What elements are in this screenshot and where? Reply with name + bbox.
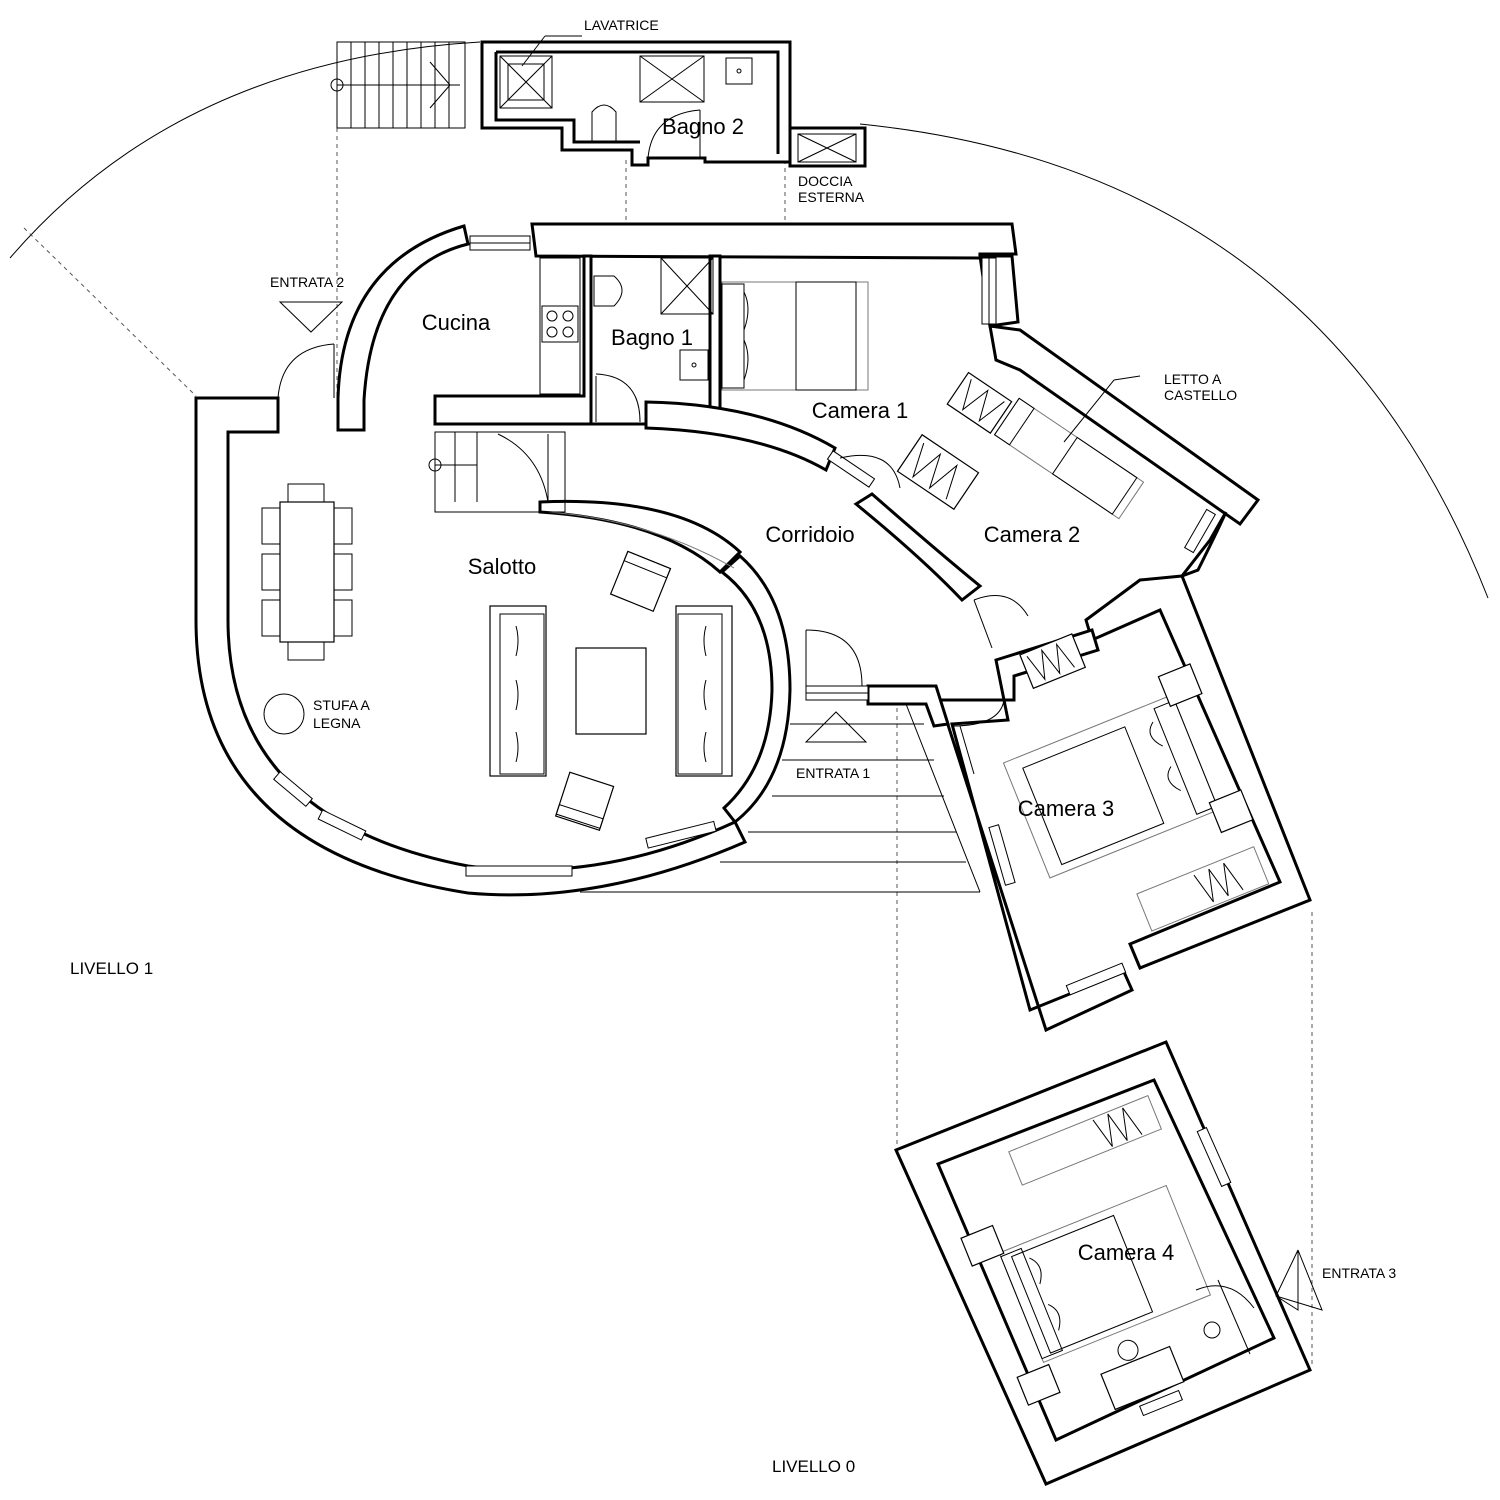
room-label-camera3: Camera 3 — [1018, 796, 1115, 821]
kitchen-hob — [541, 305, 579, 343]
camera4-block — [893, 1040, 1312, 1486]
room-label-camera2: Camera 2 — [984, 522, 1081, 547]
level-label-0: LIVELLO 0 — [772, 1457, 855, 1476]
room-label-corridoio: Corridoio — [765, 522, 854, 547]
entrata3-arrow-icon — [1275, 1249, 1299, 1311]
note-doccia-2: ESTERNA — [798, 189, 865, 205]
bagno1-fixtures — [593, 257, 714, 381]
note-letto-1: LETTO A — [1164, 371, 1222, 387]
entrata2-arrow-icon — [278, 301, 344, 333]
note-entrata2: ENTRATA 2 — [270, 274, 344, 290]
salotto-furniture — [261, 483, 733, 831]
entrata1-arrow-icon — [804, 711, 868, 743]
external-stair — [330, 41, 466, 129]
internal-stair — [428, 431, 566, 513]
room-label-camera1: Camera 1 — [812, 398, 909, 423]
windows — [272, 235, 1217, 996]
room-label-camera4: Camera 4 — [1078, 1240, 1175, 1265]
note-lavatrice: LAVATRICE — [584, 17, 659, 33]
doors — [277, 343, 1029, 775]
site-boundary — [9, 41, 1489, 1368]
camera2-furniture — [896, 371, 1145, 520]
bagno2-block — [480, 35, 867, 168]
room-label-salotto: Salotto — [468, 554, 537, 579]
note-doccia-1: DOCCIA — [798, 173, 853, 189]
room-label-cucina: Cucina — [422, 310, 491, 335]
level-label-1: LIVELLO 1 — [70, 959, 153, 978]
note-stufa-2: LEGNA — [313, 715, 361, 731]
camera1-bed — [721, 281, 869, 391]
entrance-markers — [278, 301, 1323, 1311]
note-entrata1: ENTRATA 1 — [796, 765, 870, 781]
note-letto-2: CASTELLO — [1164, 387, 1237, 403]
camera3-furniture — [1002, 633, 1270, 932]
entrance-steps — [580, 703, 981, 893]
note-entrata3: ENTRATA 3 — [1322, 1265, 1396, 1281]
note-stufa-1: STUFA A — [313, 697, 370, 713]
room-label-bagno2: Bagno 2 — [662, 114, 744, 139]
room-label-bagno1: Bagno 1 — [611, 325, 693, 350]
